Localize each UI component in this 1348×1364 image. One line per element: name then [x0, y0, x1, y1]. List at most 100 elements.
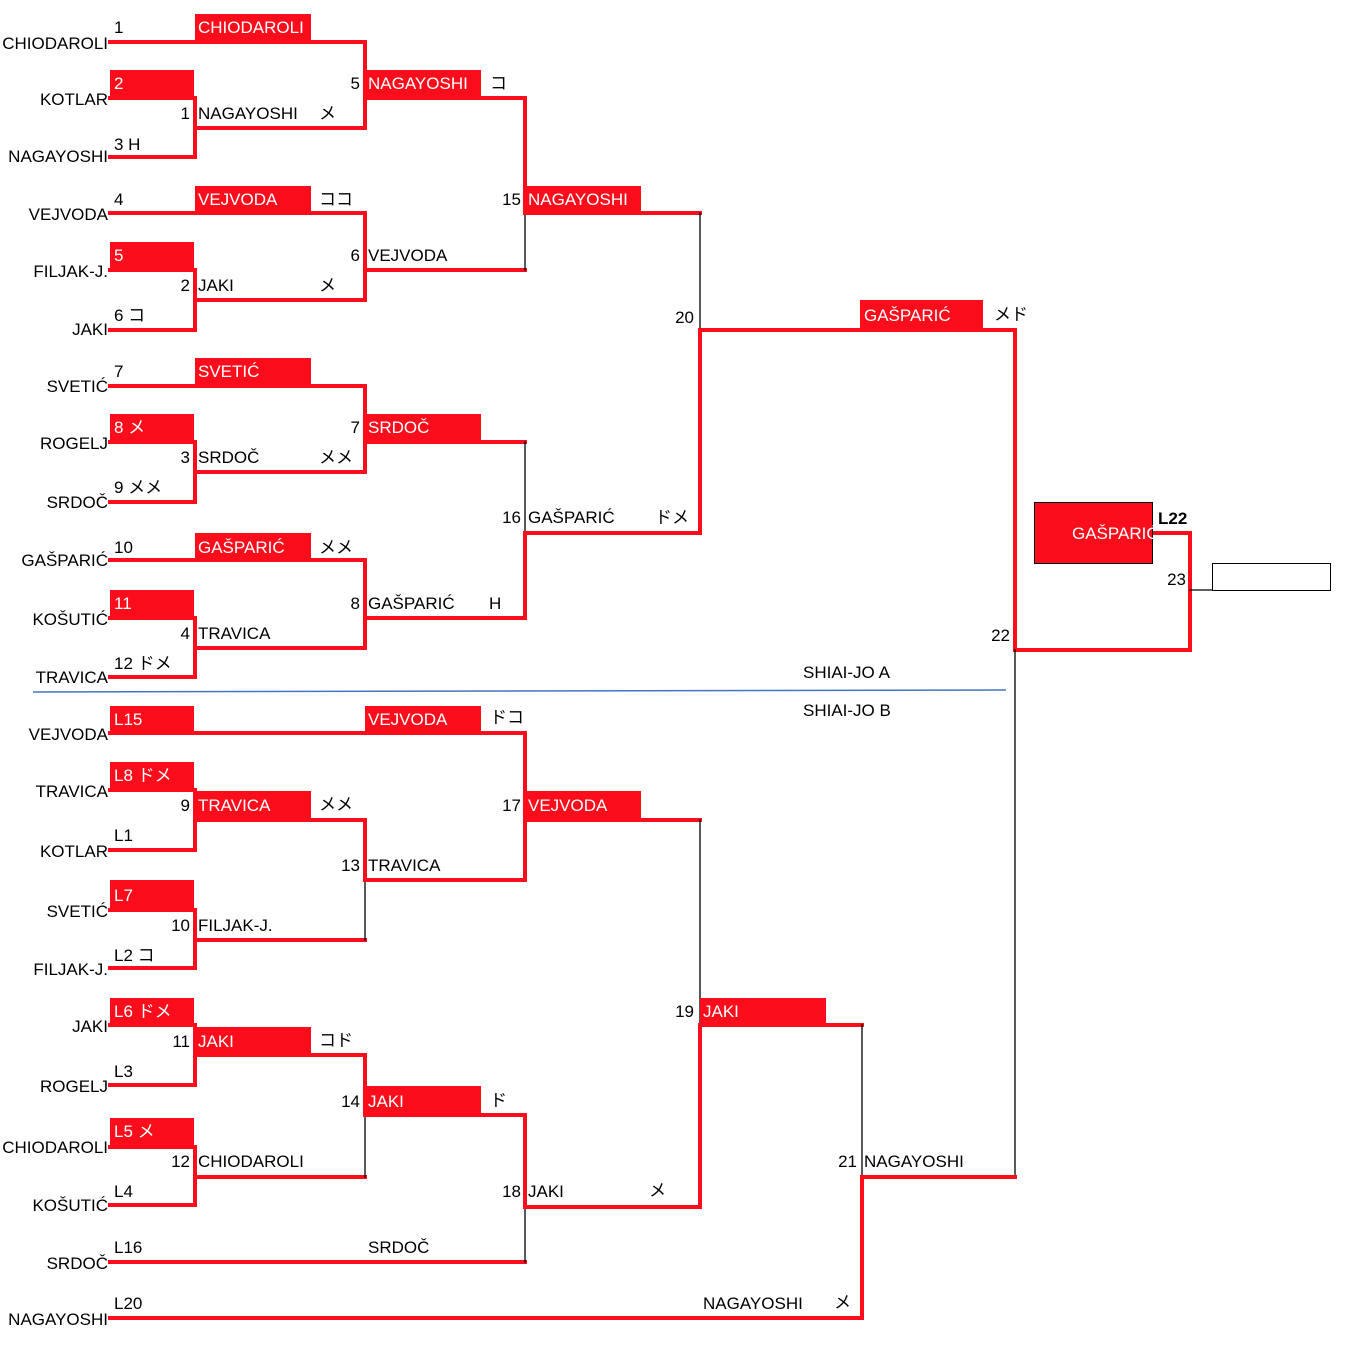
score-marks: H — [489, 594, 502, 613]
score-marks: メメ — [319, 795, 353, 814]
player-name: CHIODAROLI — [2, 1138, 108, 1157]
player-name: VEJVODA — [28, 725, 108, 744]
match-number: 10 — [171, 916, 190, 935]
match-number: 19 — [675, 1002, 694, 1021]
third-place-box — [1212, 563, 1331, 591]
winner-box — [195, 1027, 311, 1055]
player-name: CHIODAROLI — [2, 34, 108, 53]
player-name: NAGAYOSHI — [8, 147, 108, 166]
seed-box — [110, 70, 194, 98]
match-name: TRAVICA — [368, 856, 441, 875]
player-name: TRAVICA — [35, 668, 108, 687]
winner-box — [195, 791, 311, 819]
player-name: NAGAYOSHI — [8, 1310, 108, 1329]
winner-name: VEJVODA — [528, 796, 608, 815]
match-number: 4 — [180, 624, 190, 643]
r1-winner-name: GAŠPARIĆ — [198, 538, 285, 557]
match-name: NAGAYOSHI — [864, 1152, 964, 1171]
player-name: ROGELJ — [39, 1077, 108, 1096]
score-marks: メメ — [319, 448, 353, 467]
match-number: 13 — [341, 856, 360, 875]
match-number: 5 — [350, 74, 360, 93]
r1-winner-box — [195, 14, 311, 42]
r3-winner-box — [525, 186, 641, 214]
match-winner-name: TRAVICA — [198, 624, 271, 643]
score-marks: ココ — [319, 190, 353, 209]
r1-winner-box — [195, 186, 311, 214]
seed-box — [110, 414, 194, 442]
player-name: SRDOČ — [46, 1254, 108, 1273]
r1-winner-name: VEJVODA — [198, 190, 278, 209]
score-marks: メ — [319, 104, 336, 123]
seed-box — [110, 242, 194, 270]
match-number: 1 — [180, 104, 190, 123]
winner-name: JAKI — [198, 1032, 234, 1051]
match-number: 8 — [350, 594, 360, 613]
seed-number: L7 — [114, 886, 133, 905]
arena-divider — [32, 689, 1007, 693]
match-winner-name: JAKI — [198, 276, 234, 295]
player-name: ROGELJ — [39, 434, 108, 453]
match-name: NAGAYOSHI — [703, 1294, 803, 1313]
seed-number: L4 — [114, 1182, 133, 1201]
winner-name: TRAVICA — [198, 796, 271, 815]
r4-winner-name: GAŠPARIĆ — [864, 306, 951, 325]
player-name: KOŠUTIĆ — [32, 610, 108, 629]
player-name: TRAVICA — [35, 782, 108, 801]
player-name: VEJVODA — [28, 205, 108, 224]
loser-label: L22 — [1158, 509, 1188, 528]
seed-number: L15 — [114, 710, 143, 729]
r4-winner-box — [860, 300, 983, 330]
score-marks: ドコ — [490, 708, 524, 727]
match-number: 23 — [1167, 570, 1186, 589]
seed-number: L1 — [114, 826, 133, 845]
player-name: JAKI — [72, 320, 108, 339]
r3-name: NAGAYOSHI — [528, 190, 628, 209]
player-name: JAKI — [72, 1017, 108, 1036]
player-name: SVETIĆ — [46, 902, 108, 921]
seed-box — [110, 762, 194, 790]
match-number: 14 — [341, 1092, 360, 1111]
r1-winner-box — [195, 533, 311, 561]
seed-box — [110, 1118, 194, 1146]
seed-number: 4 — [114, 190, 124, 209]
match-winner-name: NAGAYOSHI — [198, 104, 298, 123]
player-name: FILJAK-J. — [33, 262, 108, 281]
winner-box — [525, 791, 641, 819]
player-name: KOTLAR — [39, 842, 108, 861]
arena-label: SHIAI-JO A — [803, 663, 890, 682]
r2-name: SRDOČ — [368, 418, 430, 437]
seed-box — [110, 590, 194, 618]
arena-label: SHIAI-JO B — [803, 701, 891, 720]
winner-name: JAKI — [703, 1002, 739, 1021]
player-name: SVETIĆ — [46, 377, 108, 396]
match-number: 9 — [180, 796, 190, 815]
champion-box — [1034, 502, 1153, 564]
seed-number: L2 コ — [114, 946, 155, 965]
seed-box — [110, 706, 194, 734]
seed-number: L5 メ — [114, 1122, 155, 1141]
match-number: 7 — [350, 418, 360, 437]
match-number: 21 — [838, 1152, 857, 1171]
r2-winner-box — [365, 70, 481, 98]
match-number: 3 — [180, 448, 190, 467]
seed-box — [110, 880, 194, 908]
score-marks: コド — [319, 1031, 353, 1050]
r3-name: GAŠPARIĆ — [528, 508, 615, 527]
match-number: 17 — [502, 796, 521, 815]
seed-number: 6 コ — [114, 306, 146, 325]
player-name: KOŠUTIĆ — [32, 1196, 108, 1215]
match-number: 2 — [180, 276, 190, 295]
seed-number: 9 メメ — [114, 478, 163, 497]
match-number: 22 — [991, 626, 1010, 645]
score-marks: コ — [490, 74, 507, 93]
match-name: SRDOČ — [368, 1238, 430, 1257]
score-marks: ドメ — [655, 508, 689, 527]
r1-winner-name: CHIODAROLI — [198, 18, 304, 37]
match-number: 20 — [675, 308, 694, 327]
seed-number: 3 H — [114, 135, 141, 154]
r2-winner-box — [365, 414, 481, 442]
seed-number: 12 ドメ — [114, 654, 172, 673]
seed-number: L8 ドメ — [114, 766, 172, 785]
match-number: 12 — [171, 1152, 190, 1171]
